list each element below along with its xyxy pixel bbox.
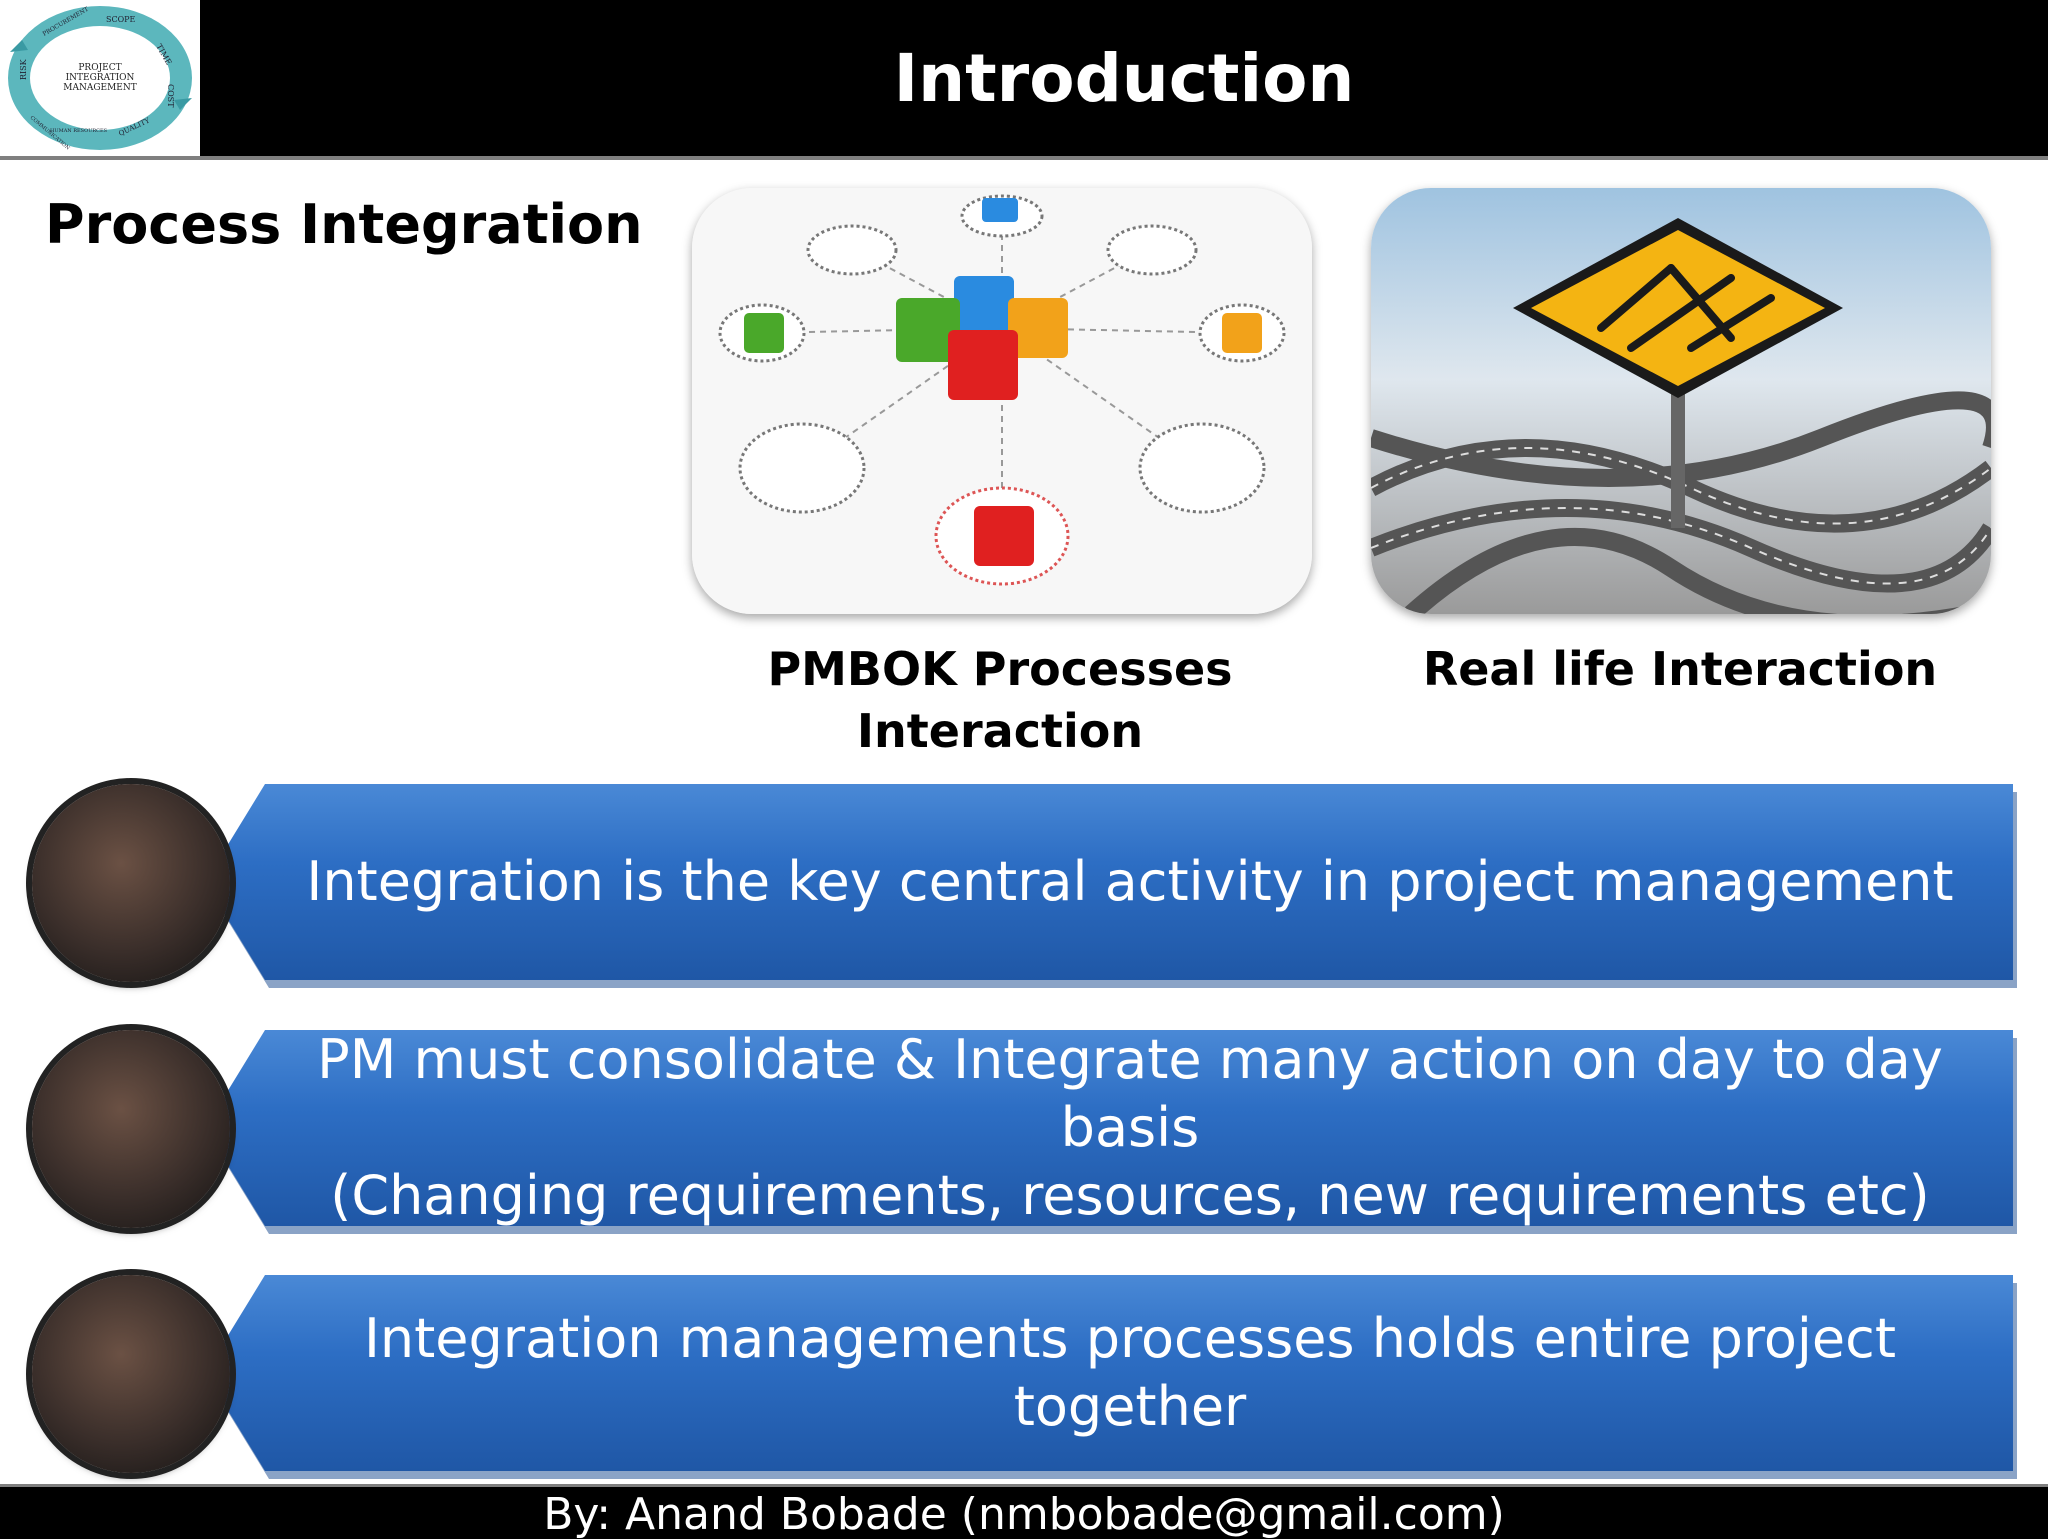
footer-bar — [0, 1484, 2048, 1539]
pmbok-caption: PMBOK Processes Interaction — [640, 638, 1360, 762]
bullet-3-line-1: Integration managements processes holds … — [363, 1307, 1897, 1438]
real-life-caption: Real life Interaction — [1422, 642, 1938, 696]
bullet-banner-2 — [205, 1030, 2013, 1226]
logo: PROJECT INTEGRATION MANAGEMENT SCOPE TIM… — [0, 0, 200, 156]
footer-credit: By: Anand Bobade (nmbobade@gmail.com) — [543, 1489, 1505, 1540]
hands-teamwork-icon — [32, 784, 230, 982]
real-life-image — [1371, 188, 1991, 614]
bullet-2-line-2: (Changing requirements, resources, new r… — [330, 1164, 1930, 1227]
hands-teamwork-icon — [32, 1030, 230, 1228]
puzzle-network-icon — [692, 188, 1312, 614]
logo-word-risk: RISK — [19, 58, 28, 80]
tangled-roads-sign-icon — [1371, 188, 1991, 614]
logo-word-hr: HUMAN RESOURCES — [50, 128, 108, 134]
logo-line-3: MANAGEMENT — [63, 83, 137, 93]
pmbok-caption-line-2: Interaction — [856, 704, 1144, 758]
integration-cycle-icon: PROJECT INTEGRATION MANAGEMENT SCOPE TIM… — [8, 6, 192, 152]
pmbok-caption-line-1: PMBOK Processes — [767, 642, 1233, 696]
bullet-1-line-1: Integration is the key central activity … — [306, 850, 1954, 913]
pmbok-processes-image — [692, 188, 1312, 614]
bullet-text-1: Integration is the key central activity … — [270, 784, 1990, 980]
bullet-banner-3 — [205, 1275, 2013, 1471]
bullet-text-3: Integration managements processes holds … — [270, 1275, 1990, 1471]
bullet-text-2: PM must consolidate & Integrate many act… — [270, 1028, 1990, 1227]
page-title: Introduction — [893, 40, 1355, 117]
hands-teamwork-icon — [32, 1275, 230, 1473]
bullet-2-line-1: PM must consolidate & Integrate many act… — [317, 1028, 1943, 1159]
logo-line-1: PROJECT — [78, 63, 121, 73]
bullet-banner-1 — [205, 784, 2013, 980]
logo-line-2: INTEGRATION — [66, 73, 135, 83]
logo-word-scope: SCOPE — [106, 15, 136, 24]
header-bar: PROJECT INTEGRATION MANAGEMENT SCOPE TIM… — [0, 0, 2048, 160]
logo-word-cost: COST — [166, 84, 175, 108]
section-title: Process Integration — [45, 193, 643, 256]
